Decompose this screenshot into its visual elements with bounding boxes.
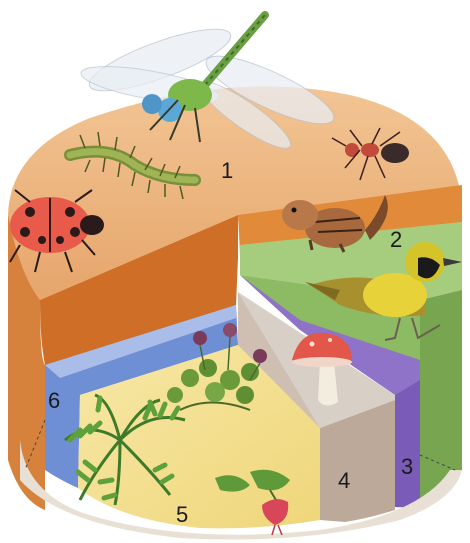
label-4: 4 (338, 468, 350, 493)
label-6: 6 (48, 388, 60, 413)
label-3: 3 (401, 454, 413, 479)
label-2: 2 (390, 227, 402, 252)
layer-3-side (395, 380, 420, 507)
label-5: 5 (176, 502, 188, 527)
label-1: 1 (221, 158, 233, 183)
